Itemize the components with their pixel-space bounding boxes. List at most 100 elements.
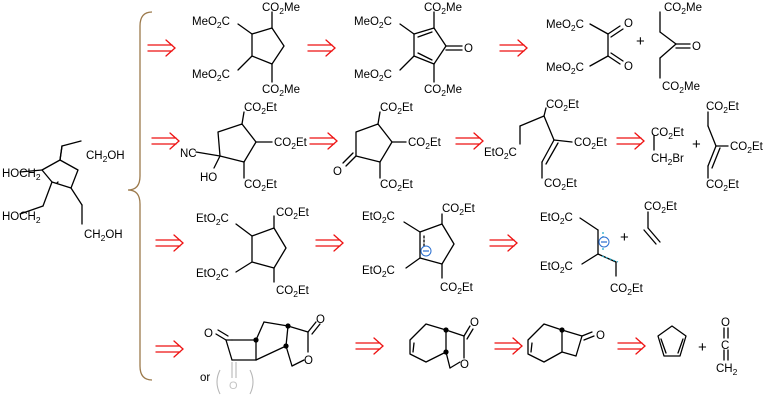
retro-arrow xyxy=(455,132,484,150)
negative-charge-icon xyxy=(420,245,432,257)
row4-cyclopentadiene xyxy=(657,325,687,357)
svg-text:MeO2C: MeO2C xyxy=(354,16,392,30)
retro-arrow xyxy=(315,234,344,252)
svg-text:CO2Et: CO2Et xyxy=(706,179,740,193)
plus-sign: + xyxy=(692,136,701,153)
svg-text:CO2Me: CO2Me xyxy=(662,81,700,95)
row4-bicyclic-cyclobutanone: O xyxy=(527,323,605,363)
hoch2-label: HOCH2 xyxy=(2,211,41,225)
svg-text:CO2Et: CO2Et xyxy=(244,102,278,116)
row2-triester-alkene: CO2Et EtO2C CO2Et CO2Et xyxy=(484,99,608,192)
svg-text:CO2Et: CO2Et xyxy=(380,179,414,193)
row3-allylic-anion: EtO2C EtO2C CO2Et xyxy=(540,212,644,297)
row3-ethyl-acrylate: CO2Et xyxy=(643,201,678,245)
svg-text:O: O xyxy=(470,317,479,329)
svg-text:CO2Me: CO2Me xyxy=(664,2,702,16)
row4-ketene: O C CH2 xyxy=(716,317,738,377)
svg-text:O: O xyxy=(624,18,633,30)
retro-arrow xyxy=(616,132,645,150)
stereo-dot-icon xyxy=(443,327,449,333)
svg-text:CO2Et: CO2Et xyxy=(276,207,310,221)
row1-dimethyl-dioxosuccinate: O O MeO2C MeO2C xyxy=(546,18,633,76)
stereo-dot-icon xyxy=(253,337,259,343)
row3-tetraester: EtO2C CO2Et EtO2C CO2Et xyxy=(196,207,310,299)
plus-sign: + xyxy=(636,33,645,50)
svg-text:O: O xyxy=(624,61,633,73)
svg-text:O: O xyxy=(333,166,342,178)
svg-text:EtO2C: EtO2C xyxy=(196,213,229,227)
svg-text:CO2Et: CO2Et xyxy=(546,99,580,113)
plus-sign: + xyxy=(620,229,629,246)
or-label: or xyxy=(200,372,210,384)
retro-arrow xyxy=(617,337,646,355)
row2-cyanohydrin: CO2Et CO2Et CO2Et NC HO xyxy=(180,102,308,193)
svg-text:CO2Et: CO2Et xyxy=(651,127,685,141)
retro-arrow xyxy=(309,132,338,150)
retro-arrow xyxy=(489,234,518,252)
retro-arrow xyxy=(155,340,184,358)
retro-arrow xyxy=(355,337,384,355)
svg-text:MeO2C: MeO2C xyxy=(546,62,584,76)
svg-text:C: C xyxy=(721,340,729,352)
stereo-dot-icon xyxy=(443,349,449,355)
retro-arrow xyxy=(155,234,184,252)
svg-text:CO2Et: CO2Et xyxy=(244,179,278,193)
svg-text:CO2Et: CO2Et xyxy=(730,141,764,155)
svg-text:MeO2C: MeO2C xyxy=(192,69,230,83)
svg-text:CO2Me: CO2Me xyxy=(424,2,462,16)
svg-text:NC: NC xyxy=(180,148,197,160)
svg-text:HO: HO xyxy=(200,172,217,184)
svg-text:CO2Et: CO2Et xyxy=(408,137,442,151)
svg-text:CO2Et: CO2Et xyxy=(274,137,308,151)
svg-text:CO2Me: CO2Me xyxy=(424,84,462,98)
ghost-paren xyxy=(249,369,254,395)
plus-sign: + xyxy=(698,339,707,356)
stereo-dot-icon xyxy=(559,327,565,333)
svg-text:O: O xyxy=(316,314,325,326)
svg-text:CO2Et: CO2Et xyxy=(610,283,644,297)
negative-charge-icon xyxy=(598,236,610,248)
svg-text:CO2Me: CO2Me xyxy=(262,2,300,16)
svg-text:CH2Br: CH2Br xyxy=(651,153,684,167)
retro-arrow xyxy=(151,132,180,150)
row2-triester-alkene-b: CO2Et CO2Et CO2Et xyxy=(706,101,764,193)
ghost-paren xyxy=(216,369,221,395)
svg-text:EtO2C: EtO2C xyxy=(362,211,395,225)
row1-tetraester: MeO2C CO2Me MeO2C CO2Me xyxy=(192,2,300,98)
retro-arrow xyxy=(494,337,523,355)
svg-text:O: O xyxy=(692,41,701,53)
svg-text:EtO2C: EtO2C xyxy=(484,147,517,161)
svg-text:CO2Et: CO2Et xyxy=(442,203,476,217)
svg-text:EtO2C: EtO2C xyxy=(362,265,395,279)
svg-text:EtO2C: EtO2C xyxy=(196,268,229,282)
svg-text:O: O xyxy=(460,359,469,371)
svg-text:CO2Et: CO2Et xyxy=(644,201,678,215)
svg-text:CH2: CH2 xyxy=(716,363,738,377)
row4-bicyclic-lactone: O O xyxy=(409,317,479,371)
svg-text:MeO2C: MeO2C xyxy=(354,69,392,83)
svg-text:O: O xyxy=(204,328,213,340)
row2-cyclopentanone: O CO2Et CO2Et CO2Et xyxy=(333,102,442,193)
svg-text:O: O xyxy=(304,355,313,367)
stereo-dot-icon xyxy=(283,343,289,349)
row1-cyclopentadienone: O MeO2C CO2Me MeO2C CO2Me xyxy=(354,2,473,98)
option-brace xyxy=(127,11,153,381)
svg-text:CO2Et: CO2Et xyxy=(706,101,740,115)
row1-acetonedicarboxylate: O CO2Me CO2Me xyxy=(659,2,702,95)
svg-text:MeO2C: MeO2C xyxy=(546,19,584,33)
svg-text:O: O xyxy=(464,43,473,55)
row3-enolate-anion: EtO2C CO2Et EtO2C CO2Et xyxy=(362,203,476,296)
target-molecule: CH2OH HOCH2 HOCH2 CH2OH xyxy=(2,140,125,243)
retrosynthesis-arrows xyxy=(147,39,646,358)
svg-text:O: O xyxy=(721,317,730,329)
svg-text:O: O xyxy=(596,330,605,342)
svg-text:CO2Et: CO2Et xyxy=(276,285,310,299)
ch2oh-label: CH2OH xyxy=(86,150,125,164)
row2-ethyl-bromoacetate: CO2Et CH2Br xyxy=(651,127,685,167)
svg-text:MeO2C: MeO2C xyxy=(192,16,230,30)
svg-text:O: O xyxy=(229,380,238,392)
stereo-dot-icon xyxy=(285,323,291,329)
svg-text:CO2Me: CO2Me xyxy=(262,84,300,98)
svg-text:CO2Et: CO2Et xyxy=(574,137,608,151)
